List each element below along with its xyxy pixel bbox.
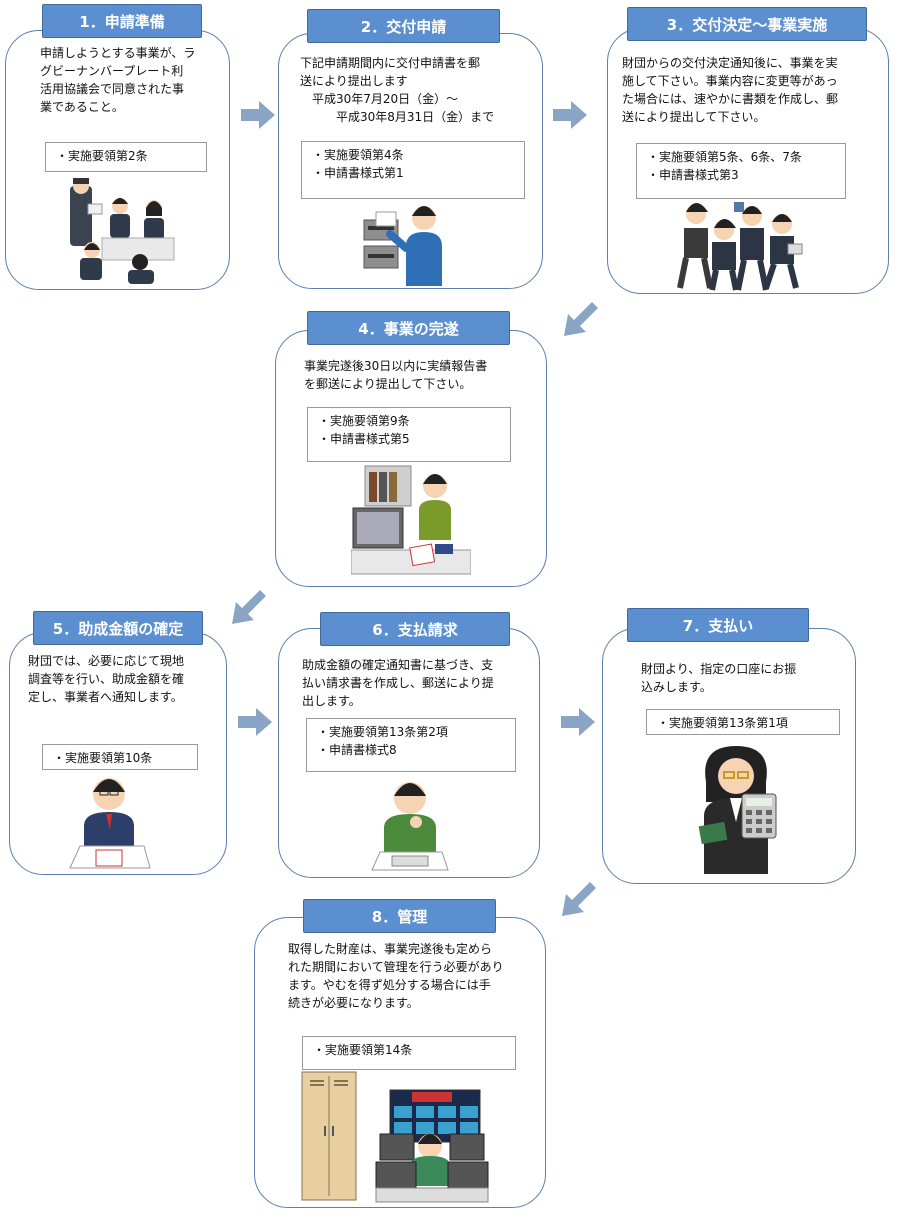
thinking-worker-icon: [371, 782, 449, 871]
step-2-references: ・実施要領第4条 ・申請書様式第1: [301, 141, 525, 199]
step-8-description: 取得した財産は、事業完遂後も定めら れた期間において管理を行う必要があり ます。…: [288, 942, 504, 1010]
arrow-right-icon: [241, 101, 275, 129]
step-4-ref-1: ・実施要領第9条: [318, 414, 410, 428]
step-3-title: 3．交付決定～事業実施: [627, 7, 867, 41]
step-3-references: ・実施要領第5条、6条、7条 ・申請書様式第3: [636, 143, 846, 199]
step-7-references: ・実施要領第13条第1項: [646, 709, 840, 735]
step-2-description: 下記申請期間内に交付申請書を郵 送により提出します 平成30年7月20日（金）～…: [300, 56, 495, 124]
locker-and-server-icon: [301, 1071, 489, 1203]
office-phone-worker-icon: [351, 465, 471, 575]
step-1-description: 申請しようとする事業が、ラ グビーナンバープレート利 活用協議会で同意された事 …: [40, 46, 196, 114]
step-7-description: 財団より、指定の口座にお振 込みします。: [641, 662, 797, 694]
step-5-references: ・実施要領第10条: [42, 744, 198, 770]
step-4-references: ・実施要領第9条 ・申請書様式第5: [307, 407, 511, 462]
step-8-ref-1: ・実施要領第14条: [313, 1043, 413, 1057]
step-4-description: 事業完遂後30日以内に実績報告書 を郵送により提出して下さい。: [304, 359, 488, 391]
arrow-right-icon: [561, 708, 595, 736]
step-5-description: 財団では、必要に応じて現地 調査等を行い、助成金額を確 定し、事業者へ通知します…: [28, 654, 185, 704]
meeting-people-icon: [70, 178, 175, 284]
arrow-right-icon: [238, 708, 272, 736]
step-2-ref-2: ・申請書様式第1: [312, 166, 404, 180]
arrow-down-left-icon: [562, 882, 596, 916]
step-8-references: ・実施要領第14条: [302, 1036, 516, 1070]
arrow-right-icon: [553, 101, 587, 129]
arrow-down-left-icon: [232, 590, 266, 624]
step-7-title: 7．支払い: [627, 608, 809, 642]
step-7-ref-1: ・実施要領第13条第1項: [657, 716, 788, 730]
step-1-title: 1．申請準備: [42, 4, 202, 38]
arrow-down-left-icon: [564, 302, 598, 336]
step-6-references: ・実施要領第13条第2項 ・申請書様式8: [306, 718, 516, 772]
step-6-description: 助成金額の確定通知書に基づき、支 払い請求書を作成し、郵送により提 出します。: [302, 658, 494, 708]
step-3-ref-1: ・実施要領第5条、6条、7条: [647, 150, 802, 164]
step-2-title: 2．交付申請: [307, 9, 500, 43]
step-6-title: 6．支払請求: [320, 612, 510, 646]
step-3-description: 財団からの交付決定通知後に、事業を実 施して下さい。事業内容に変更等があっ た場…: [622, 56, 839, 124]
step-5-title: 5．助成金額の確定: [33, 611, 203, 645]
step-8-title: 8．管理: [303, 899, 496, 933]
busy-business-people-icon: [677, 202, 803, 291]
step-4-ref-2: ・申請書様式第5: [318, 432, 410, 446]
mailbox-person-icon: [363, 206, 442, 286]
step-6-ref-2: ・申請書様式8: [317, 743, 397, 757]
step-1-references: ・実施要領第2条: [45, 142, 207, 172]
step-5-ref-1: ・実施要領第10条: [53, 751, 153, 765]
woman-calculator-icon: [698, 746, 777, 874]
step-4-title: 4．事業の完遂: [307, 311, 510, 345]
step-6-ref-1: ・実施要領第13条第2項: [317, 725, 448, 739]
step-3-ref-2: ・申請書様式第3: [647, 168, 739, 182]
step-2-ref-1: ・実施要領第4条: [312, 148, 404, 162]
step-1-ref-1: ・実施要領第2条: [56, 149, 148, 163]
desk-worker-icon: [69, 778, 151, 869]
